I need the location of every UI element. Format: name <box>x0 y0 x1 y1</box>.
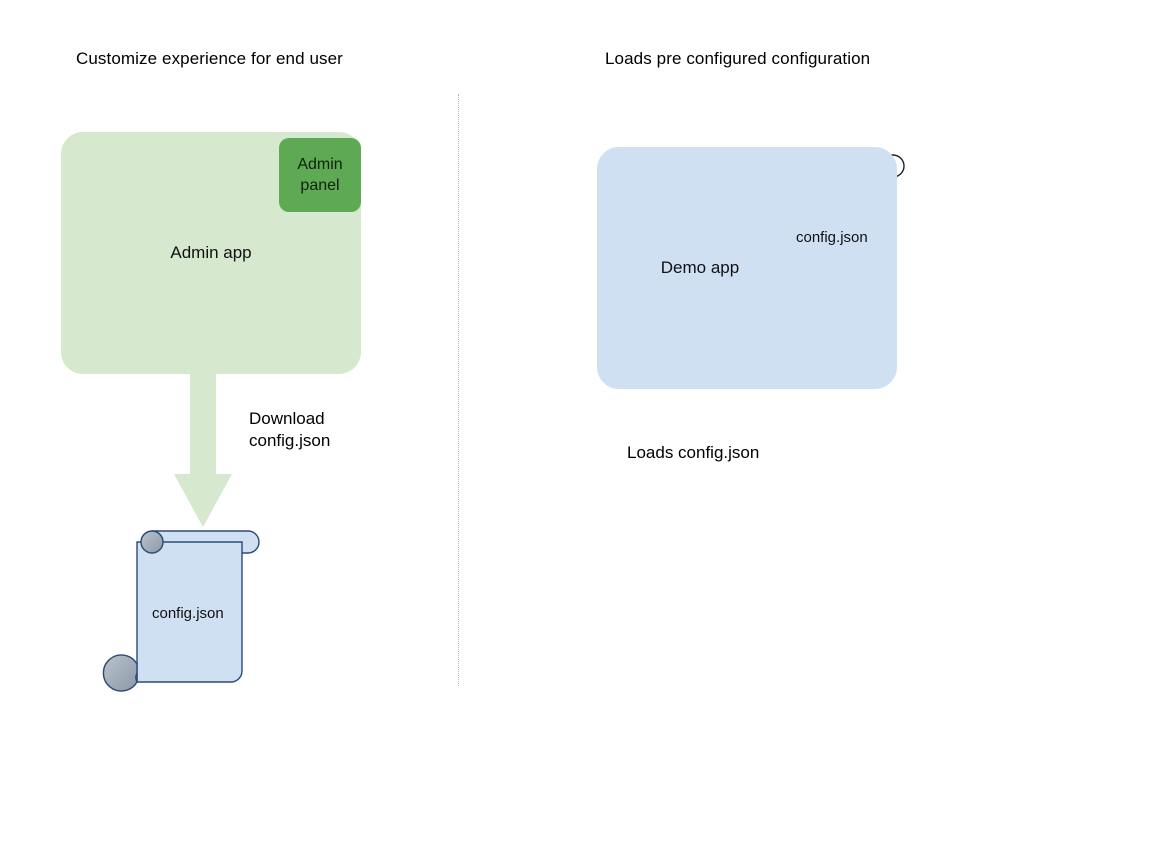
demo-app-label: Demo app <box>660 258 740 277</box>
demo-app-box[interactable]: Demo app <box>597 147 897 389</box>
loads-config-caption: Loads config.json <box>627 443 760 462</box>
download-arrow-label: Download config.json <box>249 409 331 450</box>
config-json-label-left: config.json <box>152 605 224 622</box>
right-column-title: Loads pre configured configuration <box>605 49 871 68</box>
admin-panel-label: Admin panel <box>297 156 343 194</box>
download-arrow <box>174 373 232 527</box>
config-json-document-left <box>102 530 260 692</box>
config-json-label-right: config.json <box>796 229 868 246</box>
left-column-title: Customize experience for end user <box>76 49 343 68</box>
admin-panel-box[interactable]: Admin panel <box>279 138 361 212</box>
admin-app-label: Admin app <box>170 243 252 262</box>
column-divider <box>458 94 459 686</box>
